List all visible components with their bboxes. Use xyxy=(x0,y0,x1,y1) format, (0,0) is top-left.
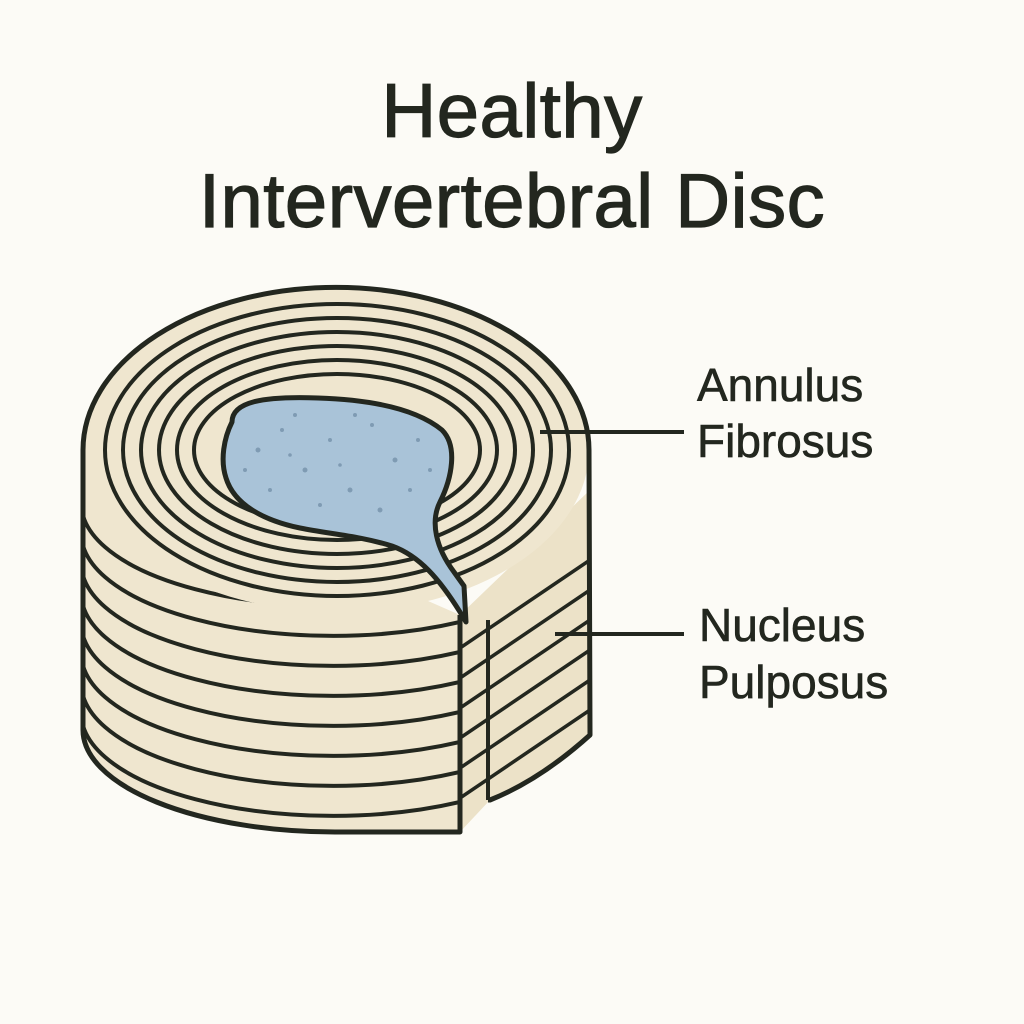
title-line-1: Healthy xyxy=(0,68,1024,155)
annulus-label-line-2: Fibrosus xyxy=(697,418,873,464)
annulus-label-line-1: Annulus xyxy=(697,362,863,408)
nucleus-label-line-2: Pulposus xyxy=(699,659,888,705)
title-line-2: Intervertebral Disc xyxy=(0,158,1024,245)
nucleus-label-line-1: Nucleus xyxy=(699,602,865,648)
